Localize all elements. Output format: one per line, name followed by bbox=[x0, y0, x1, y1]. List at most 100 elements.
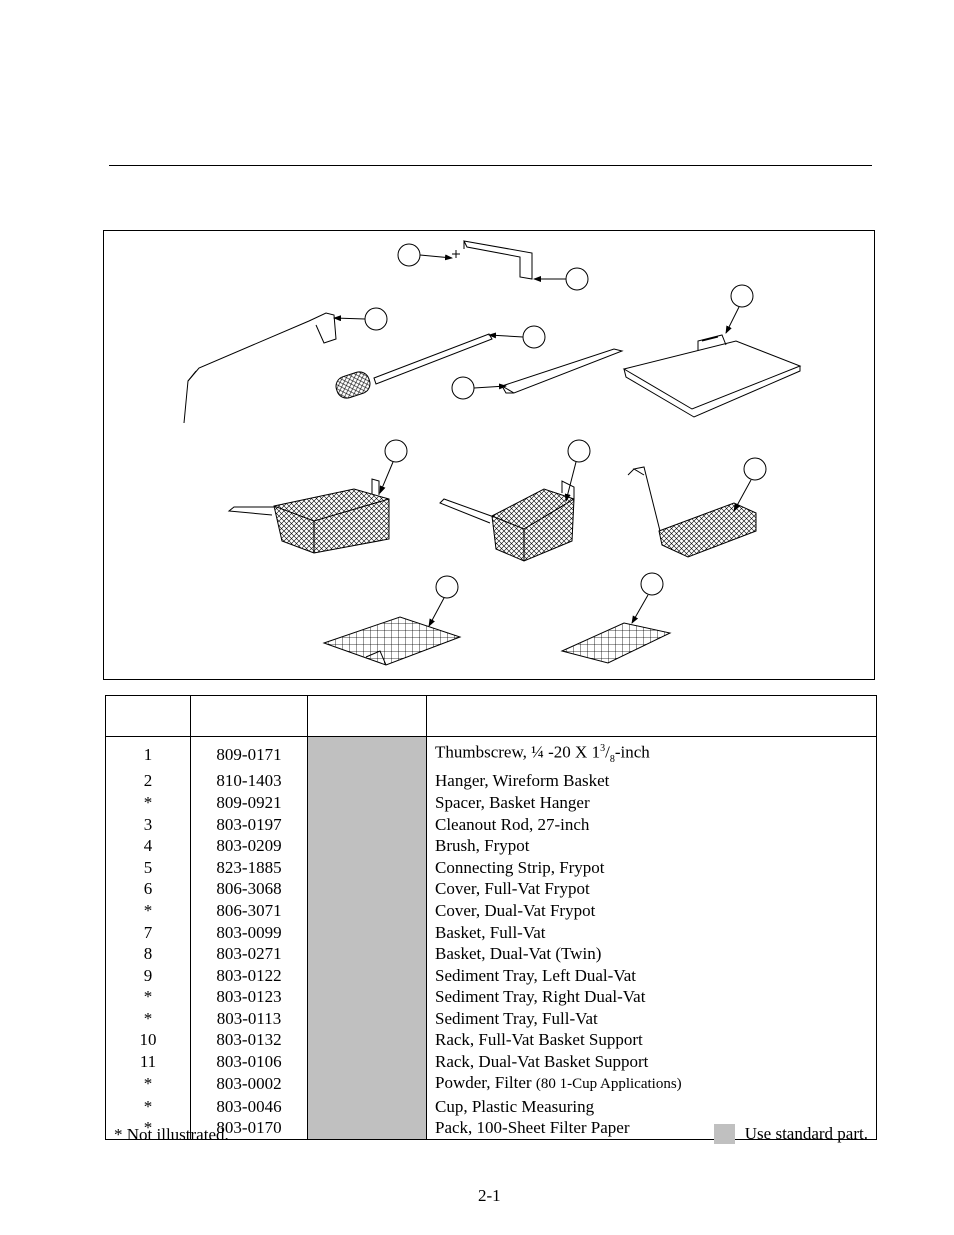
part-description: Basket, Dual-Vat (Twin) bbox=[426, 942, 877, 965]
description-text: Cleanout Rod, 27-inch bbox=[435, 814, 590, 834]
part-number: 809-0171 bbox=[190, 736, 308, 771]
item-number: 11 bbox=[105, 1050, 191, 1073]
part-number: 803-0113 bbox=[190, 1007, 308, 1030]
standard-part-cell bbox=[307, 1116, 427, 1140]
part-description: Powder, Filter (80 1-Cup Applications) bbox=[426, 1072, 877, 1096]
part-number: 810-1403 bbox=[190, 770, 308, 792]
standard-part-cell bbox=[307, 1007, 427, 1030]
callout-balloon bbox=[567, 439, 591, 463]
part-number: 803-0132 bbox=[190, 1029, 308, 1051]
item-number: * bbox=[105, 899, 191, 922]
callout-balloon bbox=[397, 243, 421, 267]
item-number: 9 bbox=[105, 964, 191, 986]
standard-part-cell bbox=[307, 736, 427, 771]
part-description: Hanger, Wireform Basket bbox=[426, 770, 877, 792]
item-number: 4 bbox=[105, 834, 191, 857]
item-number: 7 bbox=[105, 921, 191, 943]
header-rule bbox=[109, 165, 872, 166]
legend: Use standard part. bbox=[713, 1124, 868, 1144]
standard-part-cell bbox=[307, 964, 427, 986]
part-number: 823-1885 bbox=[190, 856, 308, 879]
part-number: 806-3071 bbox=[190, 899, 308, 922]
standard-part-cell bbox=[307, 985, 427, 1008]
part-number: 803-0170 bbox=[190, 1116, 308, 1140]
exploded-view-drawing bbox=[183, 240, 802, 666]
part-number: 803-0002 bbox=[190, 1072, 308, 1096]
description-text: Cover, Dual-Vat Frypot bbox=[435, 900, 596, 920]
part-number: 803-0123 bbox=[190, 985, 308, 1008]
standard-part-cell bbox=[307, 834, 427, 857]
description-suffix: -inch bbox=[614, 742, 650, 762]
part-description: Sediment Tray, Left Dual-Vat bbox=[426, 964, 877, 986]
description-text: Pack, 100-Sheet Filter Paper bbox=[435, 1118, 630, 1138]
part-number: 803-0046 bbox=[190, 1095, 308, 1117]
standard-part-cell bbox=[307, 1095, 427, 1117]
description-text: Hanger, Wireform Basket bbox=[435, 771, 610, 791]
item-number: 10 bbox=[105, 1029, 191, 1051]
callout-balloon bbox=[743, 457, 767, 481]
item-number: 5 bbox=[105, 856, 191, 879]
standard-part-cell bbox=[307, 1050, 427, 1073]
description-text: Basket, Dual-Vat (Twin) bbox=[435, 944, 602, 964]
description-text: Basket, Full-Vat bbox=[435, 922, 546, 942]
description-text: Cover, Full-Vat Frypot bbox=[435, 879, 590, 899]
item-number: 2 bbox=[105, 770, 191, 792]
standard-part-cell bbox=[307, 942, 427, 965]
description-text: Sediment Tray, Left Dual-Vat bbox=[435, 965, 636, 985]
part-number: 803-0271 bbox=[190, 942, 308, 965]
fraction-numerator: 3 bbox=[600, 743, 606, 754]
part-description: Cleanout Rod, 27-inch bbox=[426, 813, 877, 835]
standard-part-cell bbox=[307, 921, 427, 943]
description-text: Rack, Full-Vat Basket Support bbox=[435, 1030, 643, 1050]
callout-balloon bbox=[384, 439, 408, 463]
description-text: Brush, Frypot bbox=[435, 836, 530, 856]
callout-balloon bbox=[640, 572, 664, 596]
description-text: Rack, Dual-Vat Basket Support bbox=[435, 1052, 649, 1072]
part-description: Thumbscrew, ¼ -20 X 13/8-inch bbox=[426, 736, 877, 771]
part-description: Rack, Full-Vat Basket Support bbox=[426, 1029, 877, 1051]
item-number: * bbox=[105, 985, 191, 1008]
item-number: 1 bbox=[105, 736, 191, 771]
standard-part-cell bbox=[307, 899, 427, 922]
item-number: * bbox=[105, 791, 191, 814]
callout-balloon bbox=[435, 575, 459, 599]
part-description: Rack, Dual-Vat Basket Support bbox=[426, 1050, 877, 1073]
header-part-no bbox=[190, 695, 308, 737]
description-text: Sediment Tray, Right Dual-Vat bbox=[435, 987, 646, 1007]
description-text: Spacer, Basket Hanger bbox=[435, 792, 590, 812]
description-text: Connecting Strip, Frypot bbox=[435, 857, 605, 877]
part-description: Pack, 100-Sheet Filter Paper bbox=[426, 1116, 877, 1140]
item-number: * bbox=[105, 1095, 191, 1117]
part-description: Cover, Dual-Vat Frypot bbox=[426, 899, 877, 922]
standard-part-cell bbox=[307, 878, 427, 900]
callout-balloon bbox=[364, 307, 388, 331]
part-number: 803-0106 bbox=[190, 1050, 308, 1073]
legend-swatch bbox=[713, 1124, 735, 1144]
part-number: 806-3068 bbox=[190, 878, 308, 900]
standard-part-cell bbox=[307, 856, 427, 879]
callout-balloon bbox=[522, 325, 546, 349]
description-text: Thumbscrew, ¼ -20 X 1 bbox=[435, 742, 601, 762]
item-number: * bbox=[105, 1072, 191, 1096]
callout-balloon bbox=[451, 376, 475, 400]
page-number: 2-1 bbox=[478, 1186, 501, 1205]
standard-part-cell bbox=[307, 813, 427, 835]
description-text: Powder, Filter bbox=[435, 1073, 536, 1093]
part-description: Sediment Tray, Full-Vat bbox=[426, 1007, 877, 1030]
part-description: Spacer, Basket Hanger bbox=[426, 791, 877, 814]
table-row: *803-0123 Sediment Tray, Right Dual-Vat bbox=[105, 985, 877, 1008]
standard-part-cell bbox=[307, 770, 427, 792]
header-item-no bbox=[105, 695, 191, 737]
description-text: Sediment Tray, Full-Vat bbox=[435, 1008, 598, 1028]
footnote-not-illustrated: * Not illustrated. bbox=[114, 1125, 229, 1144]
